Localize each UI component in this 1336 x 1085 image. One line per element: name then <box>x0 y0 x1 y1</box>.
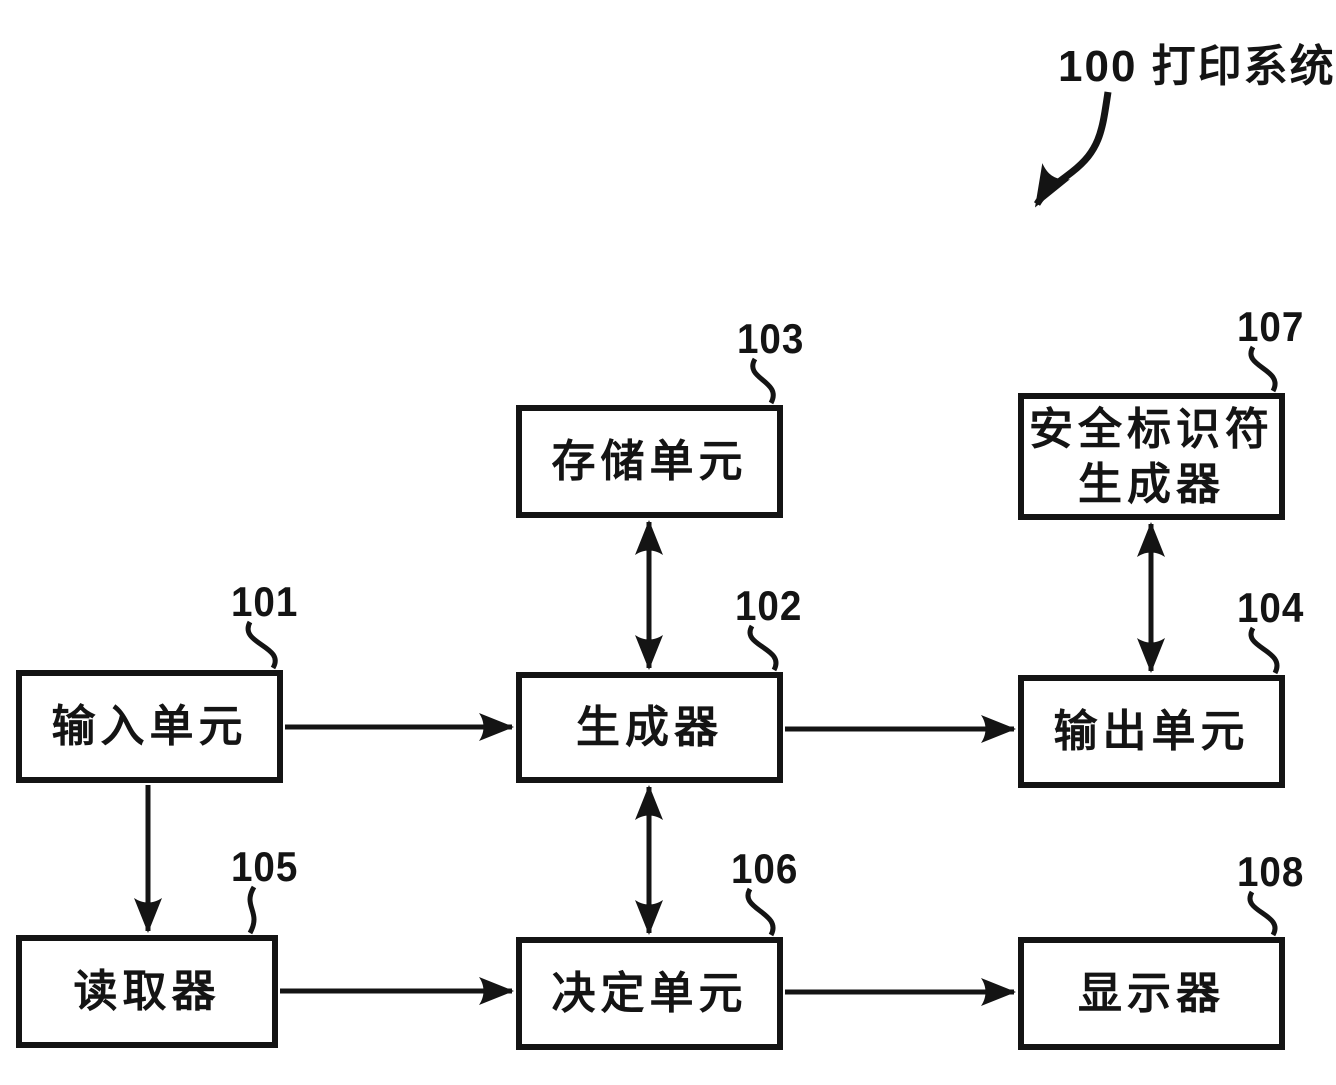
ref-number-103: 103 <box>737 315 805 362</box>
ref-number-104: 104 <box>1237 584 1305 631</box>
title-leader-arrow <box>1033 91 1112 208</box>
block-input-unit-label: 输入单元 <box>51 702 248 751</box>
ref-number-105: 105 <box>231 843 299 890</box>
block-security-identifier-generator: 安全标识符 生成器 <box>1018 393 1285 520</box>
ref-number-107: 107 <box>1237 303 1305 350</box>
ref-number-102: 102 <box>735 582 803 629</box>
ref-number-106: 106 <box>731 845 799 892</box>
block-input-unit: 输入单元 <box>16 670 283 783</box>
leader-101 <box>245 620 278 670</box>
block-display-label: 显示器 <box>1078 969 1225 1018</box>
block-display: 显示器 <box>1018 937 1285 1050</box>
leader-103 <box>750 357 776 405</box>
block-decision-unit-label: 决定单元 <box>551 969 748 1018</box>
leader-104 <box>1248 626 1280 675</box>
block-reader: 读取器 <box>16 935 278 1048</box>
block-storage-unit-label: 存储单元 <box>551 437 748 486</box>
block-generator: 生成器 <box>516 672 783 783</box>
block-decision-unit: 决定单元 <box>516 937 783 1050</box>
leader-107 <box>1248 345 1278 393</box>
figure-title: 100 打印系统 <box>1058 42 1336 91</box>
block-output-unit: 输出单元 <box>1018 675 1285 788</box>
block-reader-label: 读取器 <box>73 967 221 1016</box>
leader-108 <box>1247 890 1278 937</box>
block-generator-label: 生成器 <box>576 703 723 752</box>
block-security-identifier-generator-label: 安全标识符 生成器 <box>1029 404 1274 509</box>
ref-number-101: 101 <box>231 578 299 625</box>
leader-102 <box>747 624 779 672</box>
leader-105 <box>247 885 257 935</box>
block-storage-unit: 存储单元 <box>516 405 783 518</box>
block-output-unit-label: 输出单元 <box>1053 707 1250 756</box>
leader-106 <box>745 887 776 937</box>
ref-number-108: 108 <box>1237 848 1305 895</box>
